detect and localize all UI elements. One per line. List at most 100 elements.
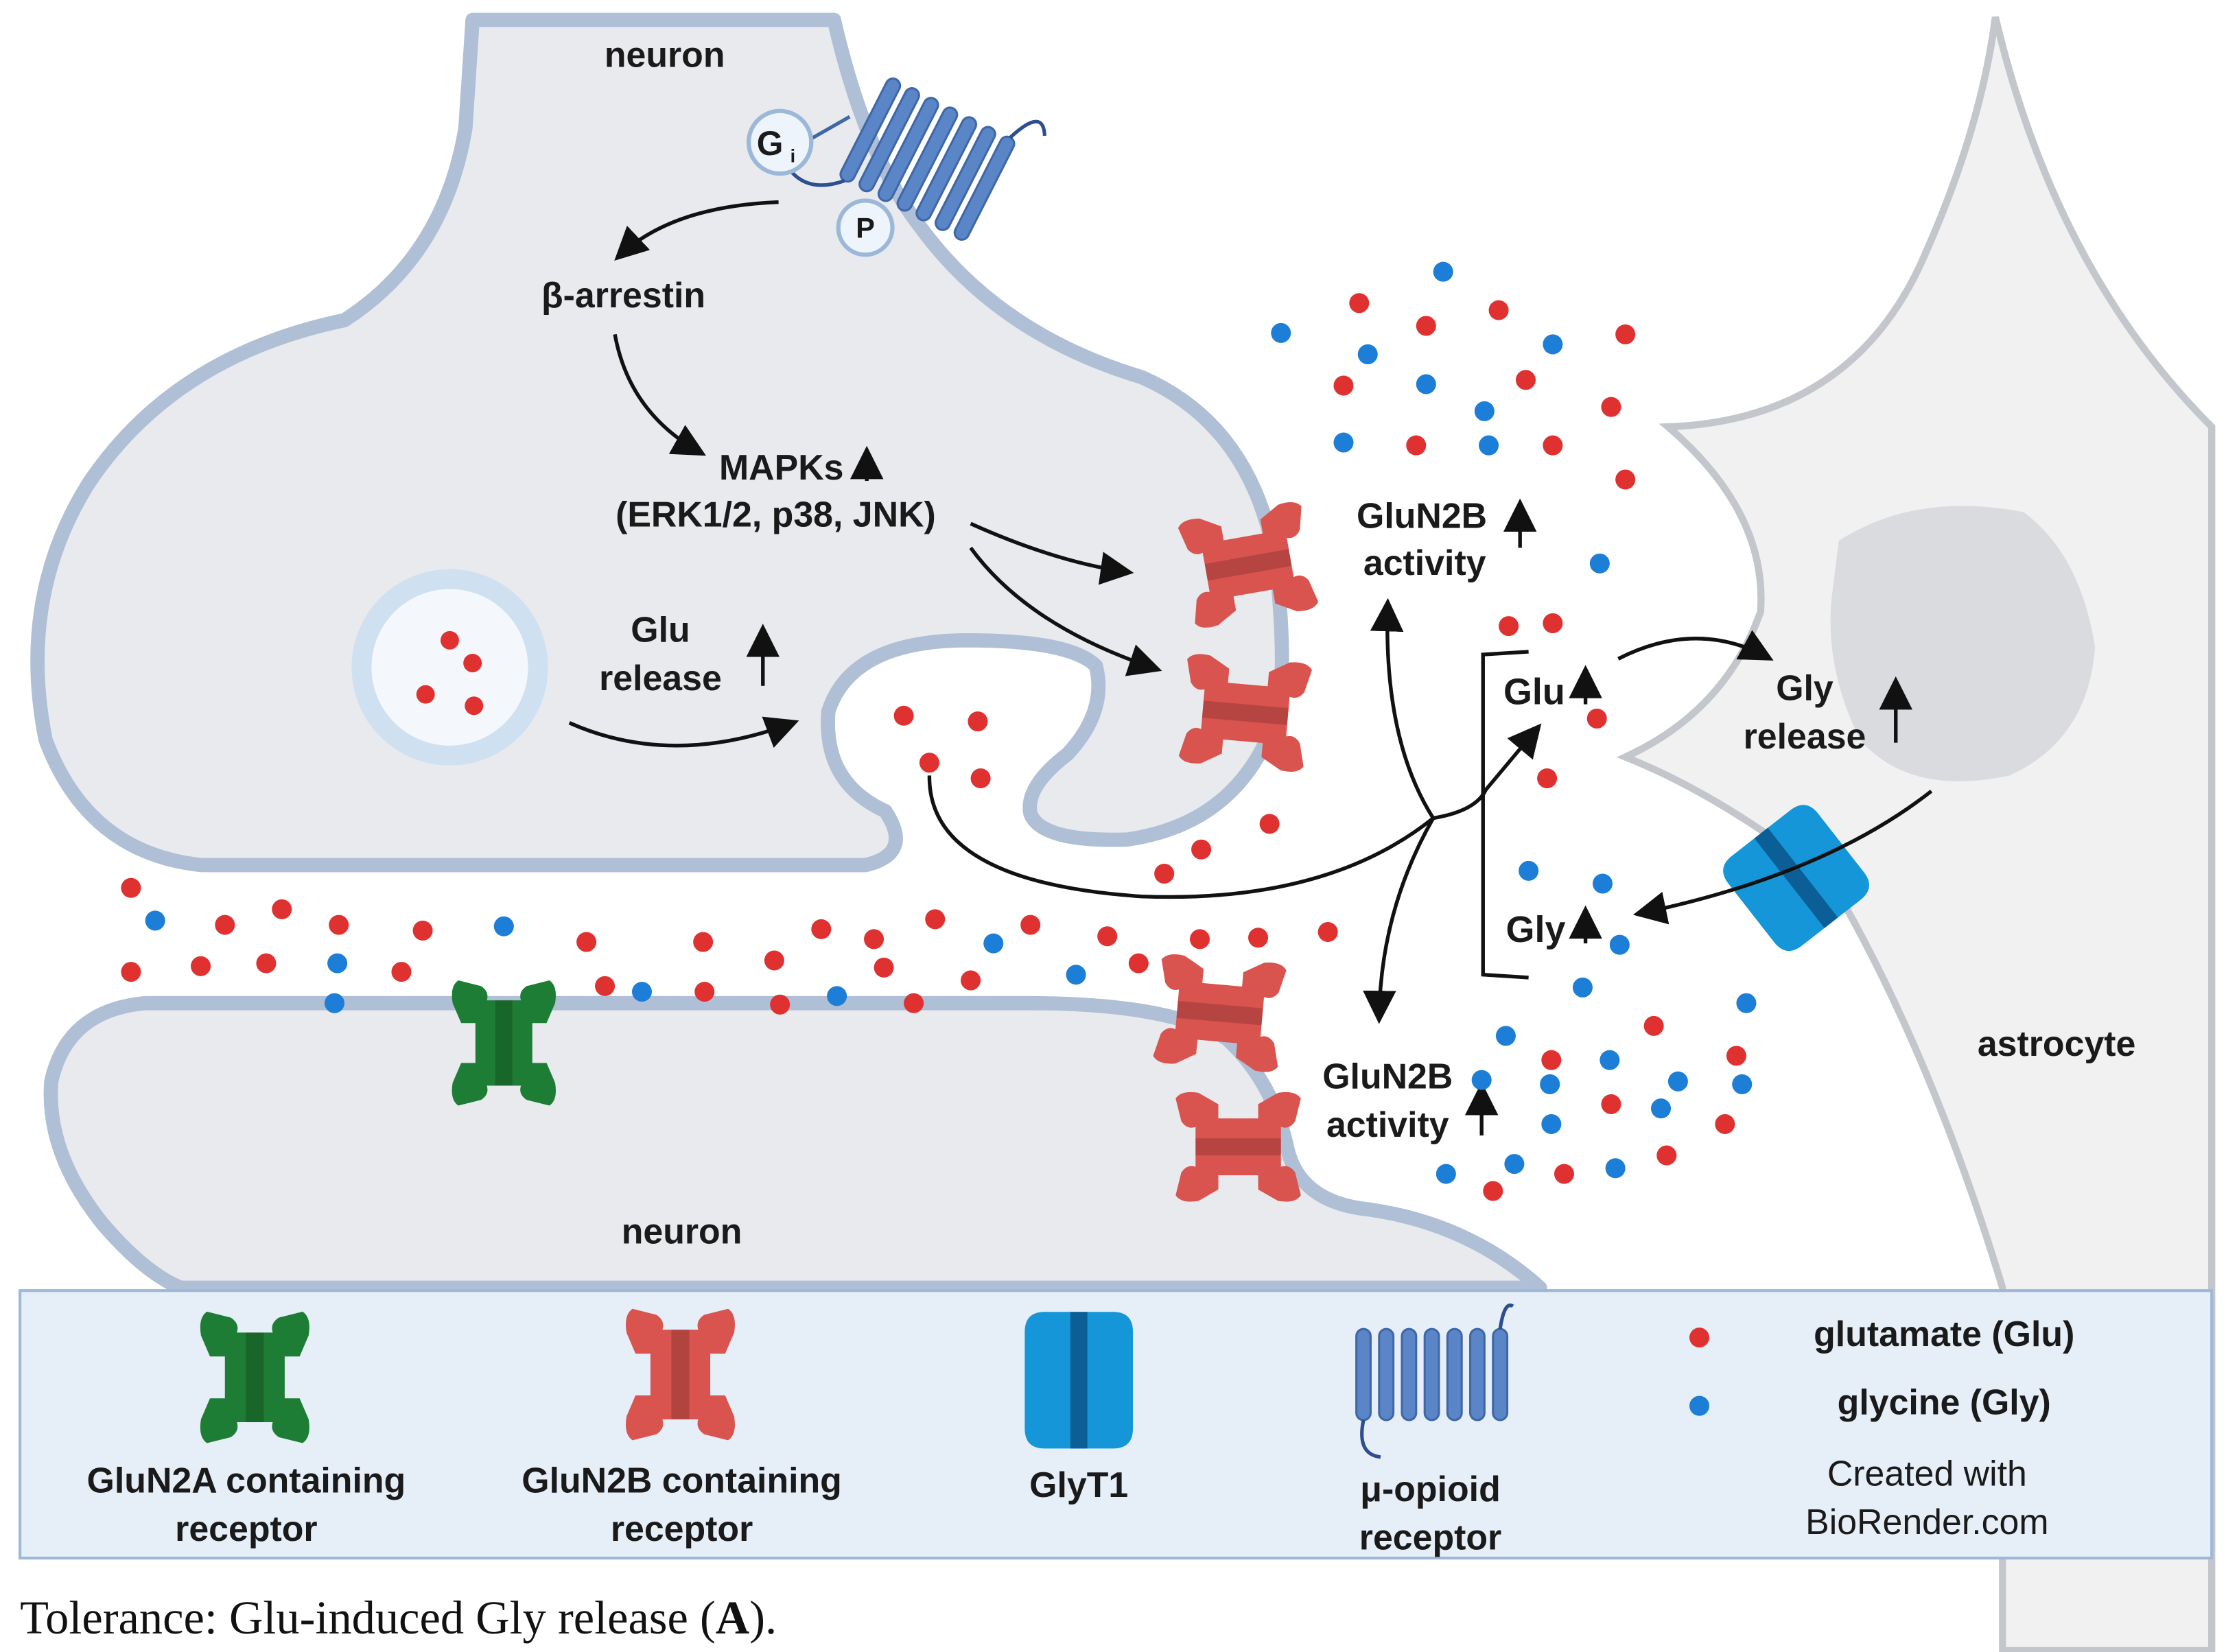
- glutamate-molecule: [1543, 613, 1563, 633]
- glycine-molecule: [1271, 322, 1291, 343]
- glutamate-molecule: [1128, 953, 1149, 974]
- glutamate-molecule: [1541, 1050, 1562, 1070]
- glutamate-molecule: [811, 919, 832, 939]
- legend-glun2b-line1: GluN2B containing: [522, 1461, 842, 1500]
- glycine-molecule: [1504, 1154, 1525, 1175]
- glutamate-molecule: [1601, 397, 1621, 417]
- glutamate-molecule: [329, 914, 349, 935]
- label-neuron-bottom: neuron: [622, 1212, 742, 1251]
- glutamate-molecule: [1190, 929, 1210, 949]
- glutamate-molecule: [864, 929, 884, 949]
- glutamate-molecule: [191, 956, 211, 976]
- glutamate-molecule: [272, 899, 292, 919]
- legend-mu-line1: μ-opioid: [1360, 1469, 1500, 1509]
- glycine-molecule: [1066, 965, 1086, 985]
- glutamate-molecule: [1248, 928, 1269, 948]
- glutamate-molecule: [1317, 922, 1338, 943]
- glycine-molecule: [1651, 1098, 1672, 1119]
- glycine-molecule: [1416, 374, 1436, 394]
- glutamate-vesicle: [351, 569, 548, 766]
- pathway-arrows: [568, 200, 1933, 1024]
- label-neuron-top: neuron: [605, 34, 725, 74]
- label-mapks-detail: (ERK1/2, p38, JNK): [616, 494, 936, 534]
- glycine-molecule: [1471, 1070, 1492, 1090]
- glutamate-molecule: [1515, 370, 1536, 390]
- glycine-molecule: [1540, 1074, 1560, 1094]
- figure-caption: Tolerance: Glu-induced Gly release (A).: [20, 1592, 777, 1644]
- label-gly-release-1: Gly: [1776, 668, 1833, 707]
- glutamate-molecule: [1349, 293, 1370, 314]
- label-gly-up: Gly: [1506, 909, 1566, 950]
- glycine-molecule: [1589, 553, 1610, 574]
- astrocyte-nucleus: [1830, 506, 2096, 781]
- legend-created-line2: BioRender.com: [1805, 1502, 2048, 1542]
- label-glun2b-top-1: GluN2B: [1357, 495, 1487, 535]
- label-glu-up: Glu: [1503, 672, 1565, 713]
- glycine-molecule: [1433, 261, 1453, 282]
- glycine-molecule: [324, 993, 344, 1013]
- glycine-molecule: [1543, 334, 1563, 355]
- glycine-molecule: [1541, 1114, 1562, 1135]
- increase-arrows: [746, 445, 1913, 1136]
- glycine-molecule: [1667, 1071, 1688, 1092]
- glutamate-molecule: [595, 976, 616, 996]
- gi-protein: G i: [746, 108, 814, 176]
- label-mapks: MAPKs: [719, 447, 843, 487]
- glycine-molecule: [1519, 860, 1539, 881]
- glutamate-molecule: [970, 768, 991, 789]
- label-glun2b-bottom-1: GluN2B: [1322, 1057, 1453, 1096]
- glycine-molecule: [1495, 1026, 1516, 1046]
- svg-text:i: i: [790, 145, 796, 166]
- glycine-molecule: [493, 916, 514, 936]
- glutamate-molecule: [1488, 300, 1509, 320]
- glutamate-molecule: [1499, 616, 1519, 637]
- legend-glutamate-dot: [1689, 1328, 1710, 1348]
- glutamate-molecule: [904, 993, 924, 1013]
- glycine-molecule: [1609, 934, 1630, 955]
- glycine-molecule: [1605, 1158, 1626, 1179]
- glutamate-molecule: [1656, 1145, 1677, 1166]
- postsynaptic-neuron: [43, 995, 1547, 1295]
- glutamate-molecule: [925, 909, 946, 930]
- glutamate-molecule: [1586, 708, 1607, 729]
- label-astrocyte: astrocyte: [1978, 1024, 2136, 1063]
- molecules: [121, 261, 1757, 1201]
- glutamate-molecule: [391, 962, 412, 982]
- glutamate-molecule: [1483, 1181, 1503, 1201]
- glutamate-molecule: [412, 920, 433, 941]
- glycine-molecule: [1474, 401, 1495, 421]
- glutamate-molecule: [770, 994, 790, 1015]
- legend-mu-opioid-icon: [1355, 1303, 1514, 1459]
- glutamate-molecule: [1416, 316, 1436, 336]
- glutamate-molecule: [1643, 1015, 1664, 1036]
- glycine-molecule: [1357, 344, 1378, 364]
- glycine-molecule: [1732, 1074, 1753, 1094]
- glutamate-molecule: [256, 953, 277, 974]
- label-glu-release-1: Glu: [631, 609, 690, 649]
- phosphate-group: P: [836, 198, 895, 257]
- legend-glun2b-line2: receptor: [611, 1509, 753, 1548]
- glutamate-molecule: [576, 932, 597, 952]
- label-gly-release-2: release: [1744, 716, 1866, 756]
- glutamate-molecule: [1726, 1046, 1746, 1066]
- glycine-molecule: [1479, 435, 1499, 456]
- glycine-molecule: [631, 982, 652, 1002]
- glutamate-molecule: [919, 753, 939, 773]
- glutamate-molecule: [1554, 1164, 1574, 1184]
- glutamate-molecule: [1333, 375, 1354, 396]
- label-beta-arrestin: β-arrestin: [541, 275, 705, 315]
- glutamate-molecule: [1406, 435, 1427, 456]
- glutamate-molecule: [1259, 814, 1280, 834]
- glutamate-molecule: [1715, 1114, 1735, 1135]
- glutamate-molecule: [694, 982, 715, 1002]
- glutamate-molecule: [121, 962, 141, 982]
- glutamate-molecule: [961, 970, 981, 991]
- legend: GluN2A containing receptor GluN2B contai…: [19, 1289, 2214, 1560]
- label-glun2b-top-2: activity: [1363, 543, 1486, 582]
- legend-glycine-dot: [1689, 1395, 1710, 1416]
- legend-glutamate-label: glutamate (Glu): [1814, 1314, 2074, 1354]
- glycine-molecule: [1436, 1164, 1456, 1184]
- legend-glun2a-line2: receptor: [175, 1509, 317, 1548]
- glutamate-molecule: [1615, 324, 1636, 344]
